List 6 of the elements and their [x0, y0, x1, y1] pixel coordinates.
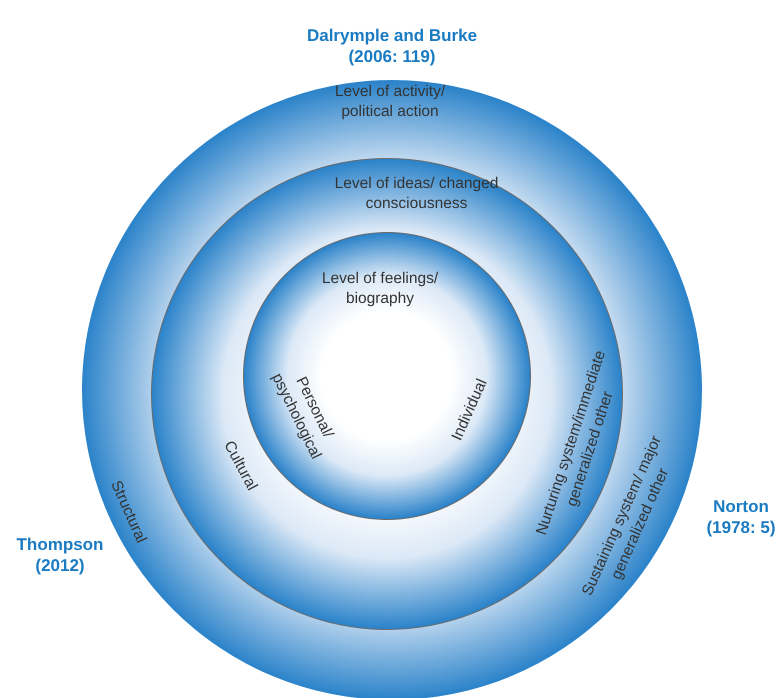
- level-label: Level of activity/ political action: [334, 82, 446, 122]
- citation-label: Dalrymple and Burke (2006: 119): [306, 25, 478, 67]
- citation-label: Thompson (2012): [16, 534, 104, 576]
- level-label: Level of ideas/ changed consciousness: [334, 174, 500, 214]
- citation-label: Norton (1978: 5): [706, 496, 776, 538]
- level-label: Level of feelings/ biography: [320, 269, 440, 309]
